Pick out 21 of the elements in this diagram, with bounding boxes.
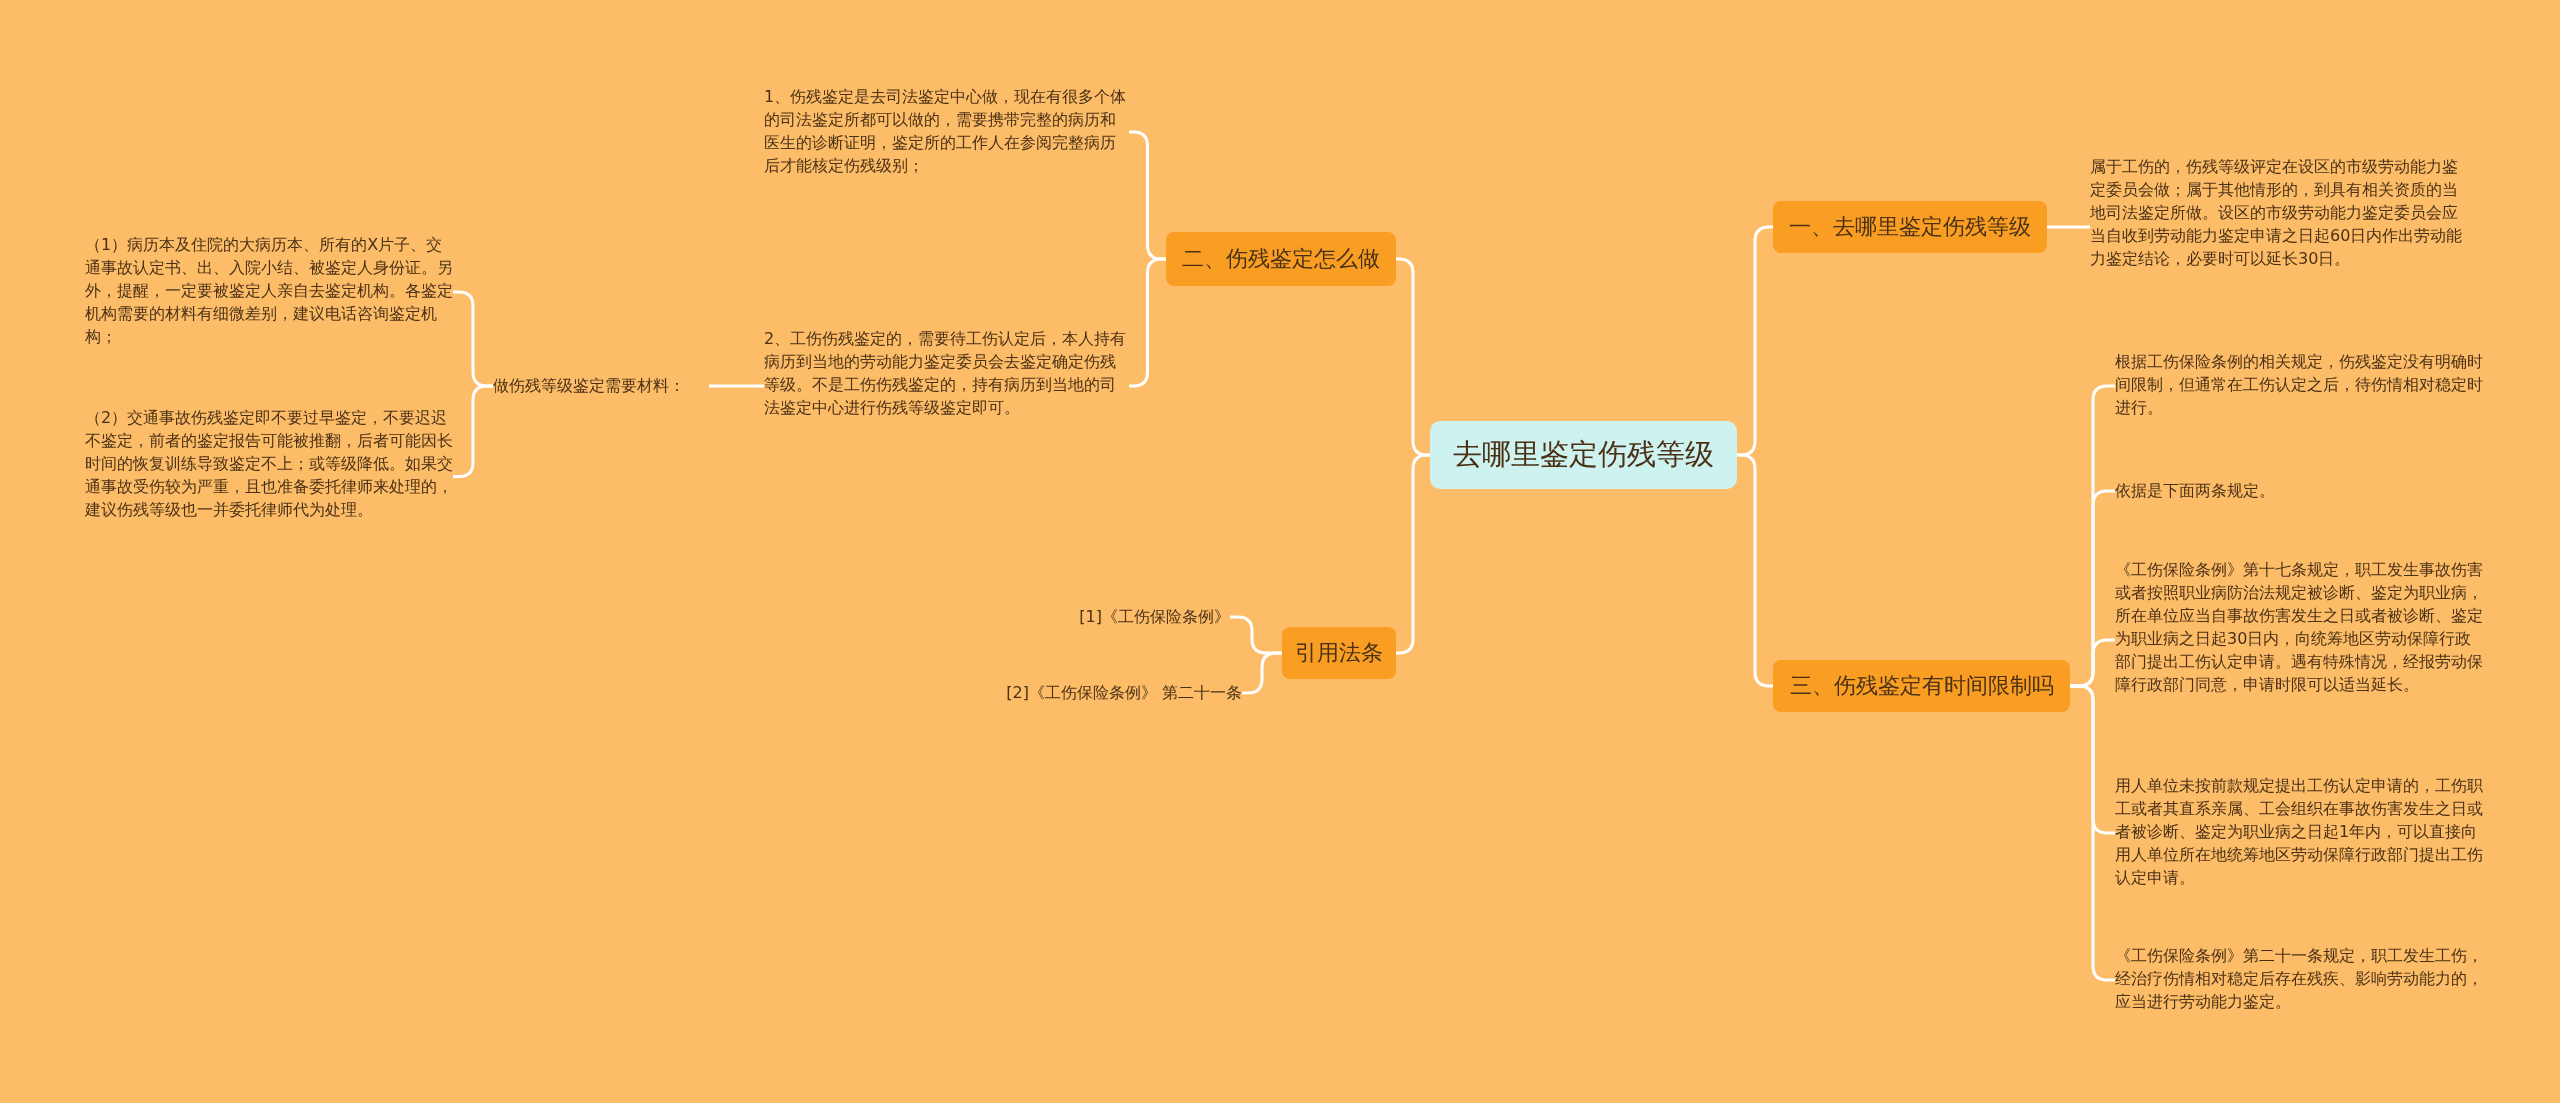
- central-topic-box: 去哪里鉴定伤残等级: [1430, 421, 1737, 489]
- note-text: 属于工伤的，伤残等级评定在设区的市级劳动能力鉴定委员会做；属于其他情形的，到具有相关资质的当地司法鉴定所做。设区的市级劳动能力鉴定委员会应当自收到劳动能力鉴定申请之日起60日内作出劳动能力鉴定结论，必要时可以延长30日。: [2090, 155, 2472, 297]
- note-text: 做伤残等级鉴定需要材料：: [493, 374, 709, 398]
- topic-box: 一、去哪里鉴定伤残等级: [1773, 201, 2047, 253]
- note-text: （2）交通事故伤残鉴定即不要过早鉴定，不要迟迟不鉴定，前者的鉴定报告可能被推翻，后者可能因长时间的恢复训练导致鉴定不上；或等级降低。如果交通事故受伤较为严重，且也准备委托律师来处理的，建议伤残等级也一并委托律师代为处理。: [85, 406, 453, 547]
- note-text: 《工伤保险条例》第二十一条规定，职工发生工伤，经治疗伤情相对稳定后存在残疾、影响劳动能力的，应当进行劳动能力鉴定。: [2115, 944, 2485, 1016]
- topic-box: 二、伤残鉴定怎么做: [1166, 232, 1396, 286]
- connector-line: [1242, 651, 1282, 695]
- note-text: （1）病历本及住院的大病历本、所有的X片子、交通事故认定书、出、入院小结、被鉴定人身份证。另外，提醒，一定要被鉴定人亲自去鉴定机构。各鉴定机构需要的材料有细微差别，建议电话咨询鉴定机构；: [85, 233, 453, 351]
- connector-line: [2047, 225, 2090, 229]
- topic-box: 三、伤残鉴定有时间限制吗: [1773, 660, 2070, 712]
- note-text: 2、工伤伤残鉴定的，需要待工伤认定后，本人持有病历到当地的劳动能力鉴定委员会去鉴定确定伤残等级。不是工伤伤残鉴定的，持有病历到当地的司法鉴定中心进行伤残等级鉴定即可。: [764, 327, 1129, 445]
- connector-line: [709, 384, 764, 388]
- note-text: [1]《工伤保险条例》: [1060, 605, 1230, 629]
- note-text: 根据工伤保险条例的相关规定，伤残鉴定没有明确时间限制，但通常在工伤认定之后，待伤情相对稳定时进行。: [2115, 350, 2485, 422]
- note-text: 依据是下面两条规定。: [2115, 479, 2485, 503]
- note-text: 1、伤残鉴定是去司法鉴定中心做，现在有很多个体的司法鉴定所都可以做的，需要携带完整的病历和医生的诊断证明，鉴定所的工作人在参阅完整病历后才能核定伤残级别；: [764, 85, 1129, 179]
- note-text: 《工伤保险条例》第十七条规定，职工发生事故伤害或者按照职业病防治法规定被诊断、鉴定为职业病，所在单位应当自事故伤害发生之日或者被诊断、鉴定为职业病之日起30日内，向统筹地区劳动保障行政部门提出工伤认定申请。遇有特殊情况，经报劳动保障行政部门同意，申请时限可以适当延长。: [2115, 558, 2485, 722]
- topic-box: 引用法条: [1282, 627, 1396, 679]
- note-text: 用人单位未按前款规定提出工伤认定申请的，工伤职工或者其直系亲属、工会组织在事故伤害发生之日或者被诊断、鉴定为职业病之日起1年内，可以直接向用人单位所在地统筹地区劳动保障行政部门提出工伤认定申请。: [2115, 774, 2485, 892]
- note-text: [2]《工伤保险条例》 第二十一条: [960, 681, 1242, 705]
